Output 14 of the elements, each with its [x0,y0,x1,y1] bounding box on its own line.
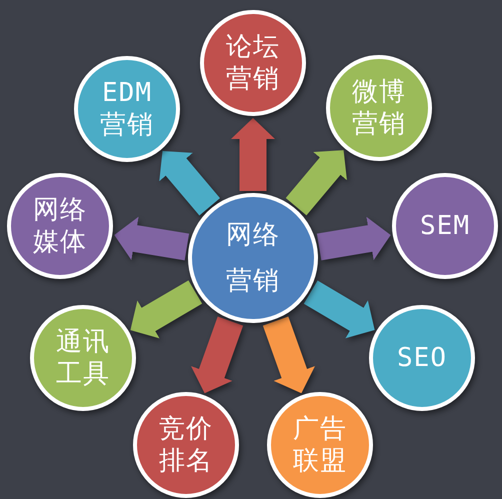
circle-label: 微博营销 [351,76,407,140]
circle-label: 论坛营销 [225,31,281,95]
hub-circle [188,193,318,323]
circle-label: EDM营销 [99,77,155,141]
circle-label: 广告联盟 [292,413,348,477]
circle-label: 网络媒体 [32,194,88,258]
arrow [231,118,275,191]
arrow [112,216,190,260]
circle-label: 竞价排名 [158,413,214,477]
arrow [316,216,393,260]
circle-label: 网络营销 [225,219,281,298]
circle-label: SEO [397,342,447,374]
circle-label: 通讯工具 [55,326,111,390]
circle-label: SEM [420,210,470,242]
